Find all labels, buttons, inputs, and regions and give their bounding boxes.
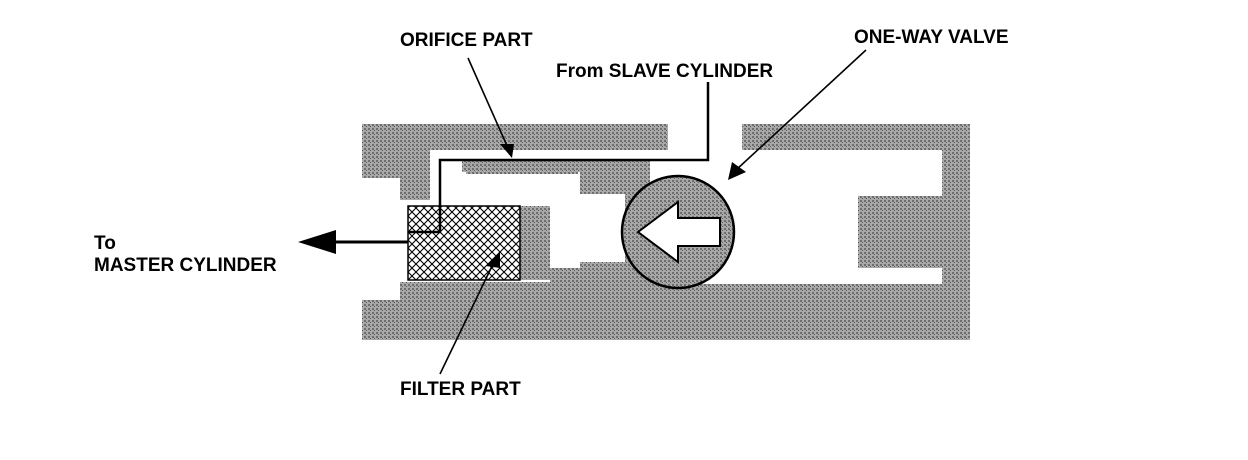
oneway-leader-head (728, 162, 746, 180)
to-master-line2: MASTER CYLINDER (94, 255, 277, 276)
filter-leader-head (486, 252, 500, 268)
oneway-leader (735, 49, 867, 171)
orifice-leader-head (500, 144, 514, 158)
upper-inner-step (580, 176, 624, 194)
filter-leader (439, 261, 495, 375)
orifice-part-label: ORIFICE PART (400, 30, 533, 51)
orifice-leader (467, 57, 509, 149)
filter-part-label: FILTER PART (400, 379, 521, 400)
from-slave-cylinder-label: From SLAVE CYLINDER (556, 61, 774, 82)
to-master-line1: To (94, 233, 116, 254)
orifice-plate (466, 164, 578, 174)
lower-inner-step (580, 266, 624, 286)
slave-flow-line (408, 82, 710, 234)
right-plug (858, 196, 936, 268)
valve-flow-arrow (636, 200, 721, 264)
to-master-cylinder-label: To MASTER CYLINDER (94, 233, 277, 277)
top-slot-gap (668, 124, 742, 154)
one-way-valve-label: ONE-WAY VALVE (854, 27, 1009, 48)
filter-backing (520, 206, 550, 280)
filter-element (407, 205, 521, 281)
master-output-arrow (298, 230, 408, 254)
one-way-valve (620, 174, 736, 290)
leader-lines (439, 49, 867, 375)
inner-blocks (466, 164, 936, 286)
